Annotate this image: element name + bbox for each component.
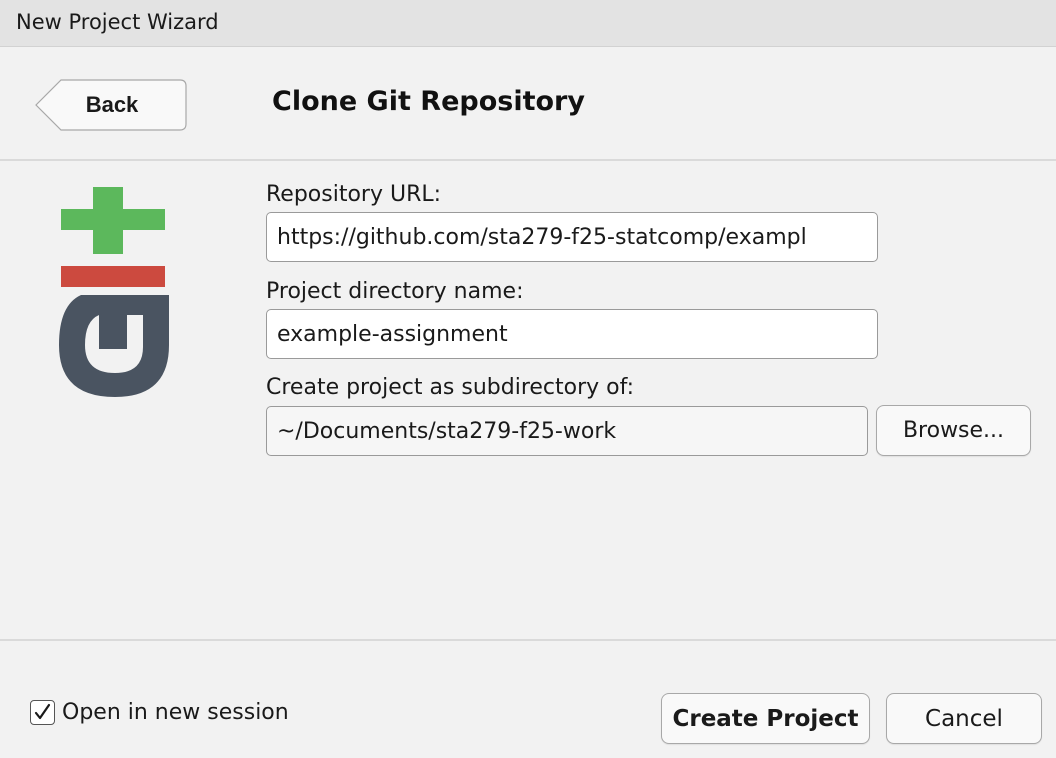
- git-logo-minus: [61, 266, 165, 287]
- open-new-session-checkbox[interactable]: [30, 699, 55, 725]
- parent-dir-label: Create project as subdirectory of:: [266, 375, 634, 400]
- repo-url-label: Repository URL:: [266, 182, 442, 207]
- footer-divider: [0, 639, 1056, 641]
- checkmark-icon: [34, 703, 51, 719]
- create-project-button[interactable]: Create Project: [661, 693, 870, 744]
- page-title: Clone Git Repository: [272, 86, 585, 117]
- git-logo-letter: [59, 295, 169, 397]
- back-button-label: Back: [85, 92, 139, 117]
- titlebar: New Project Wizard: [0, 0, 1056, 47]
- browse-button[interactable]: Browse...: [876, 405, 1031, 456]
- window-title: New Project Wizard: [16, 10, 219, 34]
- git-logo-plus-horizontal: [61, 209, 165, 230]
- header-divider: [0, 159, 1056, 161]
- directory-name-label: Project directory name:: [266, 279, 524, 304]
- parent-dir-input[interactable]: [266, 406, 868, 456]
- directory-name-input[interactable]: [266, 309, 878, 359]
- back-arrow-shape-icon: [35, 79, 187, 131]
- open-new-session-checkbox-row[interactable]: Open in new session: [30, 697, 289, 727]
- git-logo-icon: [55, 187, 171, 403]
- repo-url-input[interactable]: [266, 212, 878, 262]
- open-new-session-label: Open in new session: [62, 699, 289, 725]
- back-button[interactable]: Back: [35, 79, 187, 131]
- cancel-button[interactable]: Cancel: [886, 693, 1042, 744]
